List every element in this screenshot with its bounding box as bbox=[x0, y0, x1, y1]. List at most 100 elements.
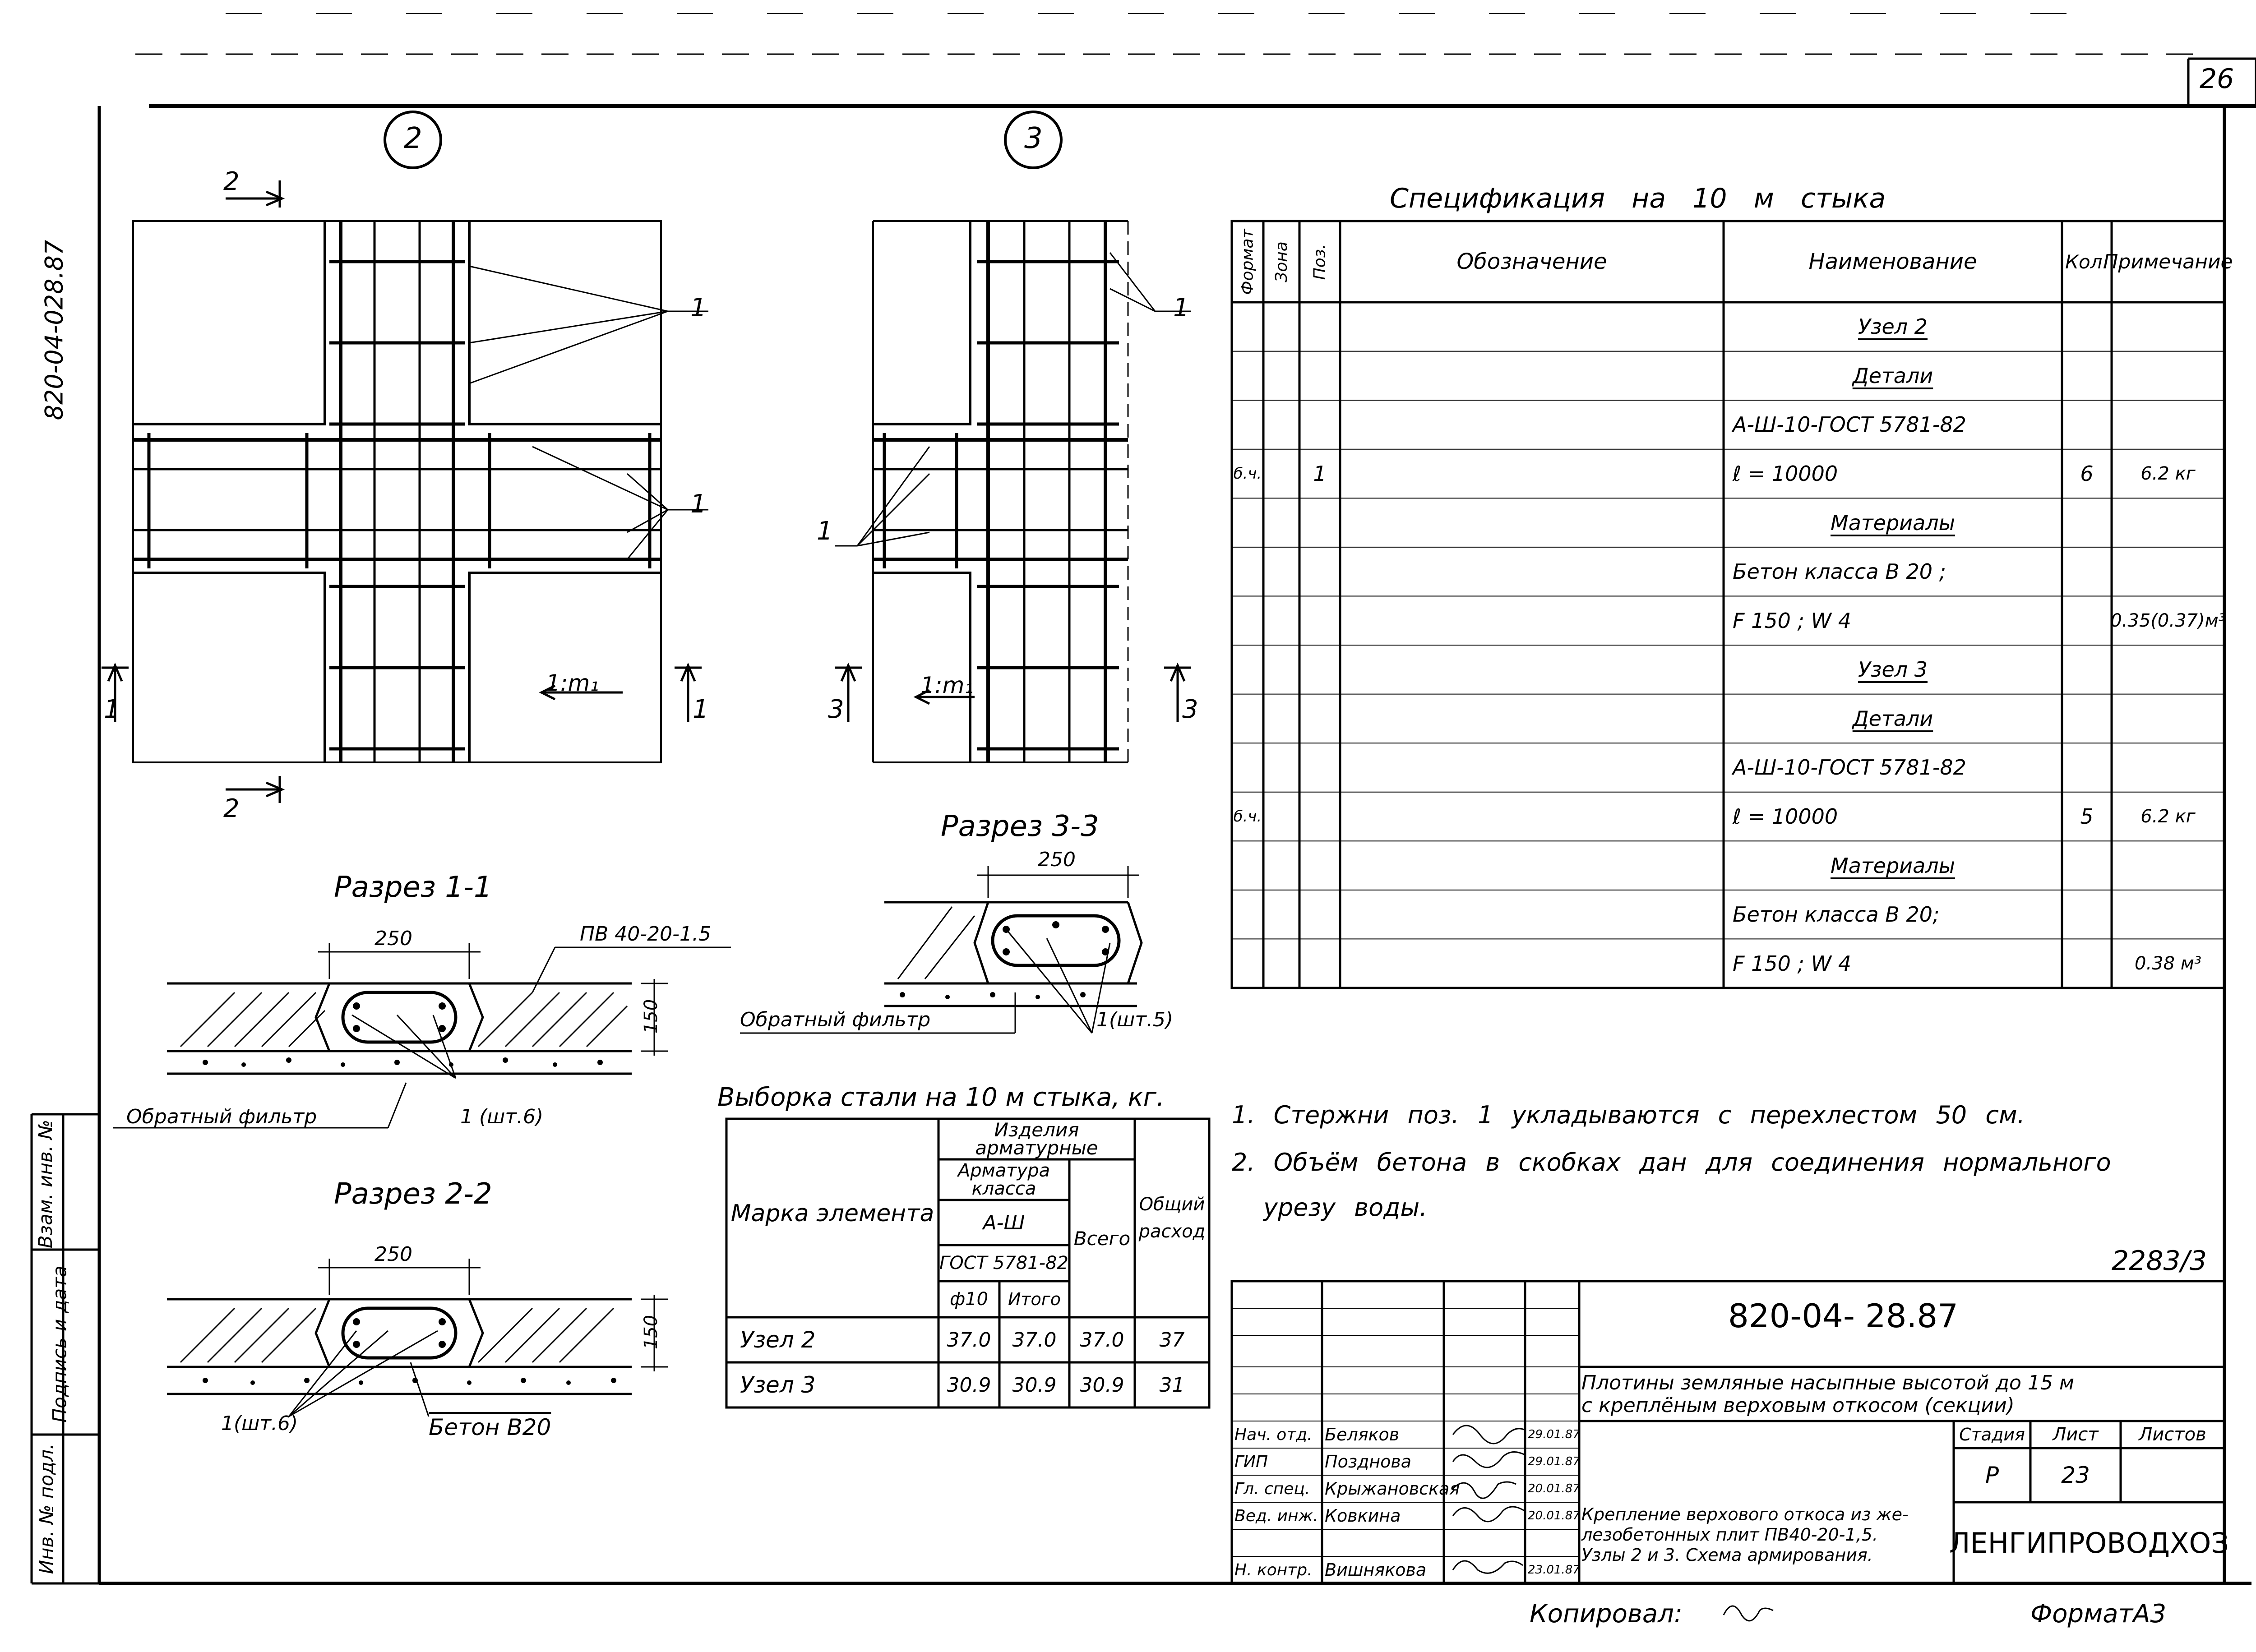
section-22-concrete: Бетон В20 bbox=[429, 1414, 551, 1440]
section-11-slab: ПВ 40-20-1.5 bbox=[580, 923, 711, 946]
spec-h-desig: Обозначение bbox=[1456, 249, 1607, 274]
section-22-title: Разрез 2-2 bbox=[334, 1177, 492, 1211]
spec-cell-name: F 150 ; W 4 bbox=[1733, 608, 1851, 633]
steel-row-1-vsego: 37.0 bbox=[1080, 1328, 1124, 1352]
spec-cell-name: Детали bbox=[1852, 706, 1933, 731]
stamp-sheet: 23 bbox=[2061, 1462, 2090, 1488]
spec-cell-qty bbox=[2062, 596, 2112, 645]
cut-3-left: 3 bbox=[828, 695, 844, 724]
spec-cell-pos bbox=[1299, 547, 1340, 596]
spec-cell-pos bbox=[1299, 498, 1340, 547]
bar-label-3a: 1 bbox=[1173, 293, 1189, 323]
bar-label-1a: 1 bbox=[690, 293, 707, 323]
stamp-person-name: Беляков bbox=[1325, 1425, 1400, 1444]
sheet-number: 26 bbox=[2200, 63, 2234, 95]
stamp-h-sheet: Лист bbox=[2053, 1424, 2099, 1445]
stamp-project: Плотины земляные насыпные высотой до 15 … bbox=[1581, 1371, 2075, 1394]
steel-row-2-vsego: 30.9 bbox=[1080, 1373, 1124, 1397]
stamp-project-2: с креплёным верховым откосом (секции) bbox=[1581, 1394, 2015, 1417]
spec-cell-format bbox=[1232, 596, 1263, 645]
spec-cell-note bbox=[2112, 400, 2224, 449]
spec-cell-qty bbox=[2062, 400, 2112, 449]
spec-cell-qty bbox=[2062, 351, 2112, 401]
spec-cell-note bbox=[2112, 841, 2224, 890]
section-33-width: 250 bbox=[1038, 848, 1076, 871]
archive-number: 2283/3 bbox=[2112, 1245, 2207, 1277]
section-11-title: Разрез 1-1 bbox=[334, 871, 492, 904]
slope-label-3: 1:m₁ bbox=[920, 672, 974, 698]
stamp-person-name: Вишнякова bbox=[1325, 1560, 1427, 1580]
section-22-bars: 1(шт.6) bbox=[221, 1412, 298, 1435]
stamp-person-name: Позднова bbox=[1325, 1452, 1412, 1472]
stamp-sheet-title: Крепление верхового откоса из же- bbox=[1581, 1504, 1909, 1524]
spec-cell-name: Материалы bbox=[1831, 853, 1955, 878]
spec-cell-note: 0.38 м³ bbox=[2135, 953, 2201, 974]
stamp-person-role: Н. контр. bbox=[1234, 1560, 1313, 1579]
stamp-person-date bbox=[1525, 1529, 1579, 1556]
steel-row-2-itogo: 30.9 bbox=[1012, 1373, 1057, 1397]
slope-label-2: 1:m₁ bbox=[546, 670, 599, 696]
stamp-h-sheets: Листов bbox=[2139, 1424, 2206, 1445]
stamp-sheet-title-2: лезобетонных плит ПВ40-20-1,5. bbox=[1581, 1525, 1878, 1545]
stamp-person-role: Вед. инж. bbox=[1234, 1506, 1318, 1525]
spec-cell-pos bbox=[1299, 596, 1340, 645]
steel-h-items: Изделия арматурные bbox=[975, 1119, 1098, 1159]
stamp-sheets bbox=[2121, 1448, 2224, 1502]
spec-cell-name: Узел 2 bbox=[1858, 314, 1928, 339]
spec-cell-pos bbox=[1299, 645, 1340, 694]
spec-h-pos: Поз. bbox=[1310, 244, 1329, 280]
steel-h-itogo: Итого bbox=[1008, 1289, 1061, 1309]
spec-cell-note bbox=[2112, 743, 2224, 792]
spec-cell-pos bbox=[1299, 302, 1340, 351]
cut-3-right: 3 bbox=[1182, 695, 1198, 724]
stamp-h-stage: Стадия bbox=[1959, 1425, 2025, 1444]
cut-1-left: 1 bbox=[104, 695, 120, 724]
note-1: 1. Стержни поз. 1 укладываются с перехле… bbox=[1232, 1101, 2025, 1129]
spec-h-qty: Кол. bbox=[2065, 250, 2108, 273]
spec-cell-note: 0.35(0.37)м³ bbox=[2110, 610, 2226, 631]
spec-cell-qty: 5 bbox=[2080, 804, 2094, 829]
spec-cell-note bbox=[2112, 694, 2224, 743]
spec-cell-format: б.ч. bbox=[1233, 807, 1262, 826]
section-33-title: Разрез 3-3 bbox=[941, 810, 1099, 843]
spec-cell-format bbox=[1232, 645, 1263, 694]
stamp-person-name bbox=[1322, 1529, 1444, 1556]
section-33-bars: 1(шт.5) bbox=[1096, 1008, 1174, 1031]
spec-cell-note: 6.2 кг bbox=[2140, 463, 2196, 484]
spec-cell-note bbox=[2112, 890, 2224, 939]
section-11-width: 250 bbox=[374, 927, 412, 950]
spec-cell-qty bbox=[2062, 645, 2112, 694]
spec-cell-format bbox=[1232, 302, 1263, 351]
spec-cell-qty bbox=[2062, 694, 2112, 743]
spec-h-note: Примечание bbox=[2103, 250, 2233, 273]
stamp-code: 820-04- 28.87 bbox=[1728, 1297, 1959, 1335]
spec-cell-format bbox=[1232, 498, 1263, 547]
spec-cell-format bbox=[1232, 890, 1263, 939]
spec-cell-name: А-Ш-10-ГОСТ 5781-82 bbox=[1733, 412, 1966, 437]
spec-cell-note bbox=[2112, 302, 2224, 351]
spec-cell-name: А-Ш-10-ГОСТ 5781-82 bbox=[1733, 755, 1966, 780]
stamp-person-role: Нач. отд. bbox=[1234, 1425, 1313, 1444]
spec-cell-format bbox=[1232, 743, 1263, 792]
cut-1-right: 1 bbox=[693, 695, 709, 724]
section-11-height: 150 bbox=[641, 999, 662, 1034]
spec-cell-name: ℓ = 10000 bbox=[1733, 804, 1838, 829]
stamp-person-role: ГИП bbox=[1234, 1452, 1268, 1471]
steel-row-1-d10: 37.0 bbox=[947, 1328, 991, 1352]
stamp-person-name: Ковкина bbox=[1325, 1506, 1401, 1526]
spec-cell-format: б.ч. bbox=[1233, 464, 1262, 483]
steel-h-total: Общий расход bbox=[1138, 1194, 1206, 1242]
bar-label-3b: 1 bbox=[817, 517, 833, 546]
spec-h-format: Формат bbox=[1238, 228, 1257, 295]
spec-cell-name: Бетон класса В 20; bbox=[1733, 902, 1940, 927]
steel-h-d10: ф10 bbox=[949, 1289, 989, 1310]
spec-cell-qty bbox=[2062, 743, 2112, 792]
spec-title: Спецификация на 10 м стыка bbox=[1390, 183, 1886, 214]
copied-label: Копировал: bbox=[1530, 1599, 1683, 1629]
cut-2-top: 2 bbox=[223, 167, 240, 196]
spec-cell-note bbox=[2112, 547, 2224, 596]
node-3-label: 3 bbox=[1024, 122, 1043, 155]
side-sign-date: Подпись и дата bbox=[48, 1265, 71, 1423]
steel-h-vsego: Всего bbox=[1073, 1227, 1131, 1250]
